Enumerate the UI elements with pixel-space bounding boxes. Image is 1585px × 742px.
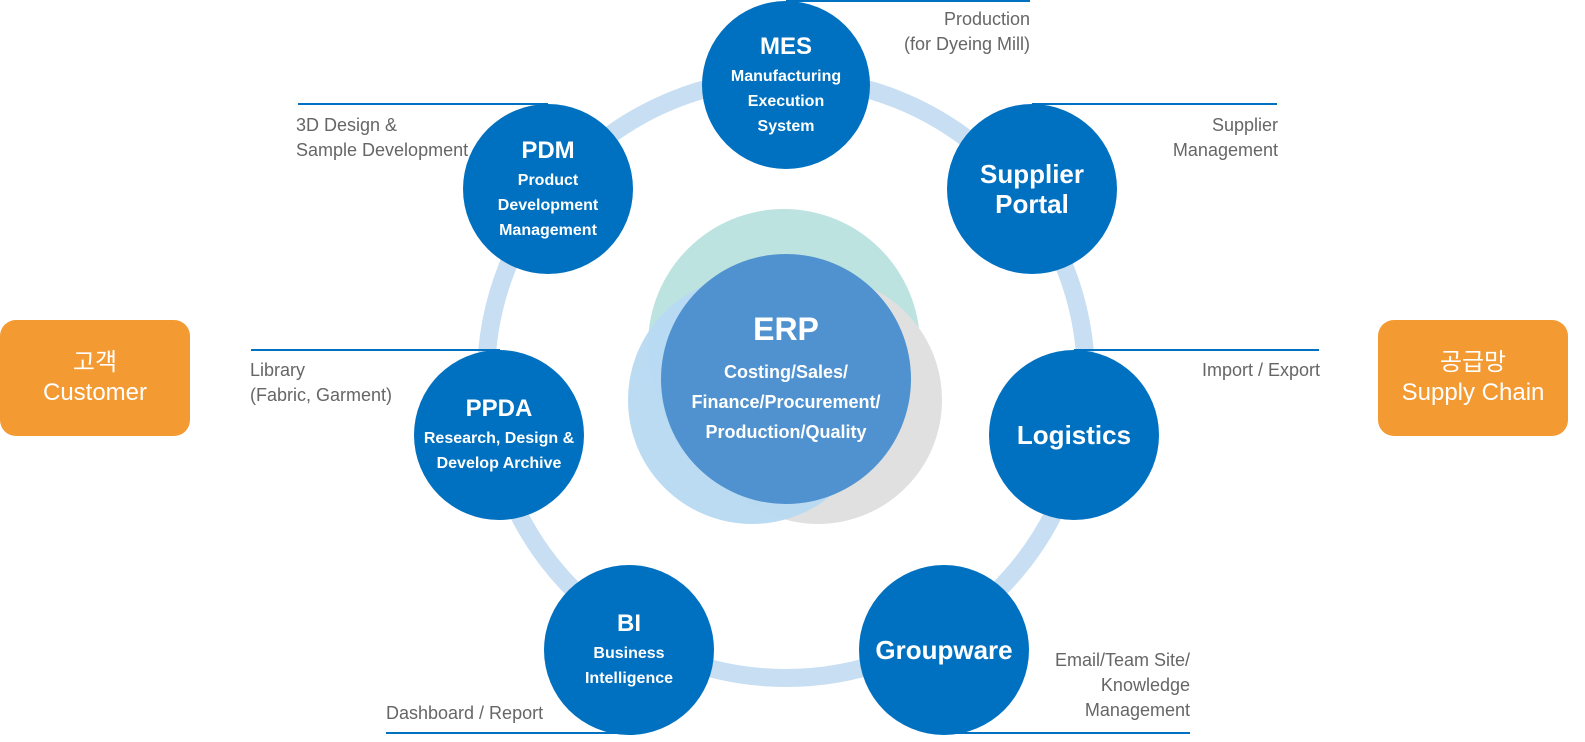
supplier-label-line-2: Management [1172,140,1278,160]
supplier-label-line-1: Supplier [1211,115,1278,135]
pdm-node: PDM Product Development Management [463,104,633,274]
logistics-label-line-1: Import / Export [1201,360,1320,380]
supply-chain-korean: 공급망 [1439,349,1507,376]
pdm-label-line-1: 3D Design & [296,115,398,135]
bi-label-line-1: Dashboard / Report [386,703,544,723]
logistics-title: Logistics [1016,420,1132,450]
mes-label: Production (for Dyeing Mill) [860,7,1030,57]
groupware-node: Groupware [859,565,1029,735]
groupware-title: Groupware [875,635,1013,665]
mes-title: MES [759,32,812,60]
mes-label-line-1: Production [943,9,1030,29]
erp-line-2: Finance/Procurement/ [691,392,881,412]
bi-title: BI [617,610,641,637]
erp-line-1: Costing/Sales/ [723,362,849,382]
erp-title: ERP [753,311,819,347]
pdm-label: 3D Design & Sample Development [296,113,486,163]
mes-line-3: System [757,117,815,135]
mes-label-line-2: (for Dyeing Mill) [903,34,1030,54]
bi-node: BI Business Intelligence [544,565,714,735]
pdm-line-1: Product [517,171,579,189]
groupware-label-line-1: Email/Team Site/ [1054,650,1190,670]
groupware-label-line-3: Management [1084,700,1190,720]
pdm-title: PDM [521,136,575,164]
supplier-label: Supplier Management [1100,113,1278,163]
supplier-portal-title-2: Portal [995,189,1069,219]
ppda-line-2: Develop Archive [436,455,562,472]
supplier-portal-title-1: Supplier [979,159,1084,189]
supplier-portal-node: Supplier Portal [947,104,1117,274]
bi-label: Dashboard / Report [386,701,566,726]
erp-center-circle [661,254,911,504]
ppda-title: PPDA [465,395,533,422]
customer-box: 고객 Customer [0,320,190,436]
customer-english: Customer [42,379,148,406]
mes-line-2: Execution [747,92,825,110]
mes-node: MES Manufacturing Execution System [702,1,870,169]
ppda-label-line-1: Library [250,360,306,380]
groupware-label: Email/Team Site/ Knowledge Management [1030,648,1190,723]
pdm-line-3: Management [499,221,597,239]
pdm-line-2: Development [497,196,599,214]
customer-korean: 고객 [72,349,118,376]
supply-chain-box: 공급망 Supply Chain [1378,320,1568,436]
bi-line-2: Intelligence [584,670,674,687]
ppda-node: PPDA Research, Design & Develop Archive [414,350,584,520]
ppda-label: Library (Fabric, Garment) [250,358,410,408]
mes-line-1: Manufacturing [730,67,842,85]
logistics-label: Import / Export [1160,358,1320,383]
ppda-line-1: Research, Design & [423,430,575,447]
bi-line-1: Business [593,645,665,662]
logistics-node: Logistics [989,350,1159,520]
supply-chain-english: Supply Chain [1401,379,1545,406]
ppda-label-line-2: (Fabric, Garment) [250,385,393,405]
erp-line-3: Production/Quality [705,422,867,442]
erp-center: ERP Costing/Sales/ Finance/Procurement/ … [661,254,911,504]
pdm-label-line-2: Sample Development [296,140,469,160]
groupware-label-line-2: Knowledge [1100,675,1190,695]
